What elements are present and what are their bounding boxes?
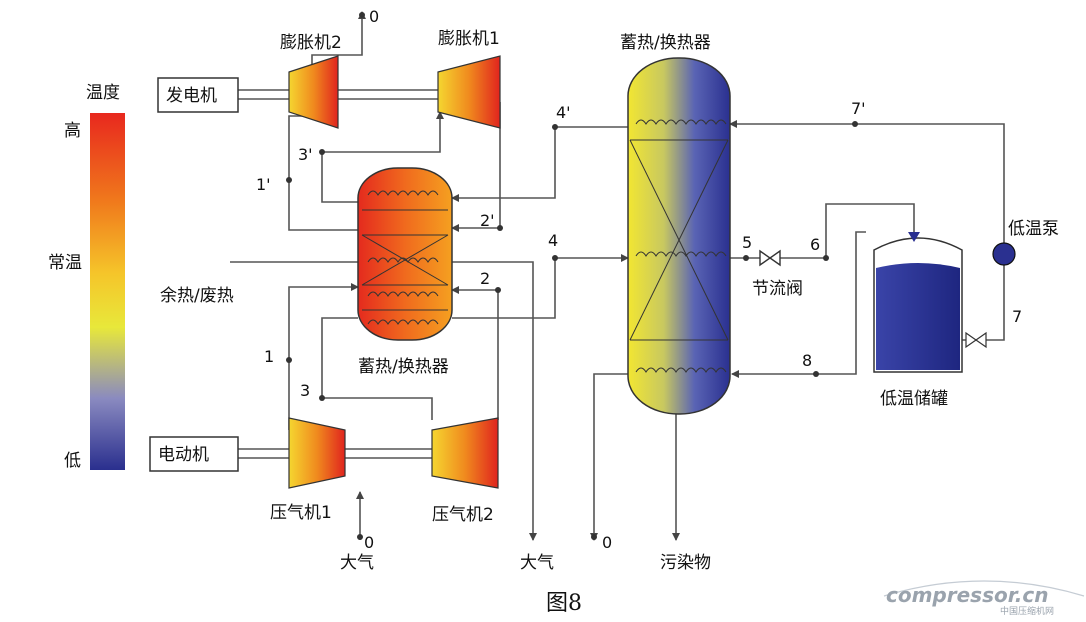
node-1: 1 bbox=[264, 347, 274, 366]
cryo-pump: 低温泵 bbox=[992, 219, 1059, 266]
node-labels: 0 1' 3' 2' 4' 4 2 1 3 7' 5 6 7 8 0 0 bbox=[256, 7, 1022, 552]
legend-low: 低 bbox=[64, 451, 81, 471]
node-5: 5 bbox=[742, 233, 752, 252]
temperature-legend: 温度 高 常温 低 bbox=[48, 83, 125, 471]
node-0-right: 0 bbox=[602, 533, 612, 552]
node-0-bottom: 0 bbox=[364, 533, 374, 552]
node-1p: 1' bbox=[256, 175, 271, 194]
node-6: 6 bbox=[810, 235, 820, 254]
expander-1-label: 膨胀机1 bbox=[438, 29, 500, 49]
throttle-valve-label: 节流阀 bbox=[752, 279, 803, 299]
cryo-pump-label: 低温泵 bbox=[1008, 219, 1059, 239]
compressor-2-label: 压气机2 bbox=[432, 505, 494, 525]
node-2: 2 bbox=[480, 269, 490, 288]
small-exchanger-label: 蓄热/换热器 bbox=[358, 357, 449, 377]
legend-high: 高 bbox=[64, 121, 81, 141]
node-3: 3 bbox=[300, 381, 310, 400]
generator-box: 发电机 bbox=[157, 77, 239, 113]
node-dots bbox=[286, 12, 858, 540]
atmosphere-out-label: 大气 bbox=[520, 553, 554, 573]
generator-label: 发电机 bbox=[166, 86, 217, 106]
compressor-2: 压气机2 bbox=[431, 417, 499, 525]
motor-box: 电动机 bbox=[149, 436, 239, 472]
atmosphere-in-label: 大气 bbox=[340, 553, 374, 573]
pollutants-label: 污染物 bbox=[660, 553, 711, 573]
node-7: 7 bbox=[1012, 307, 1022, 326]
node-0-top: 0 bbox=[369, 7, 379, 26]
tank-outlet-valve bbox=[965, 331, 987, 349]
watermark-brand: compressor.cn bbox=[886, 583, 1048, 607]
node-3p: 3' bbox=[298, 145, 313, 164]
cryo-storage-tank: 低温储罐 bbox=[873, 232, 963, 409]
motor-label: 电动机 bbox=[158, 445, 209, 465]
legend-color-bar bbox=[90, 113, 125, 470]
node-7p: 7' bbox=[851, 99, 866, 118]
expander-2: 膨胀机2 bbox=[280, 33, 342, 129]
legend-title: 温度 bbox=[86, 83, 120, 103]
expander-1: 膨胀机1 bbox=[437, 29, 501, 129]
watermark-logo: compressor.cn 中国压缩机网 bbox=[883, 580, 1085, 617]
node-8: 8 bbox=[802, 351, 812, 370]
figure-caption: 图8 bbox=[546, 591, 582, 616]
waste-heat-label: 余热/废热 bbox=[160, 286, 234, 306]
stream-labels: 余热/废热 大气 大气 污染物 bbox=[160, 286, 711, 573]
large-exchanger-label: 蓄热/换热器 bbox=[620, 33, 711, 53]
cryo-tank-label: 低温储罐 bbox=[880, 389, 948, 409]
node-4: 4 bbox=[548, 231, 558, 250]
expander-2-label: 膨胀机2 bbox=[280, 33, 342, 53]
compressor-1: 压气机1 bbox=[270, 417, 346, 523]
throttle-valve: 节流阀 bbox=[752, 249, 803, 299]
node-4p: 4' bbox=[556, 103, 571, 122]
compressor-1-label: 压气机1 bbox=[270, 503, 332, 523]
watermark-sub: 中国压缩机网 bbox=[1000, 605, 1054, 617]
large-heat-exchanger: 蓄热/换热器 bbox=[620, 33, 731, 415]
node-2p: 2' bbox=[480, 211, 495, 230]
small-heat-exchanger: 蓄热/换热器 bbox=[357, 167, 453, 377]
legend-normal: 常温 bbox=[48, 253, 82, 273]
